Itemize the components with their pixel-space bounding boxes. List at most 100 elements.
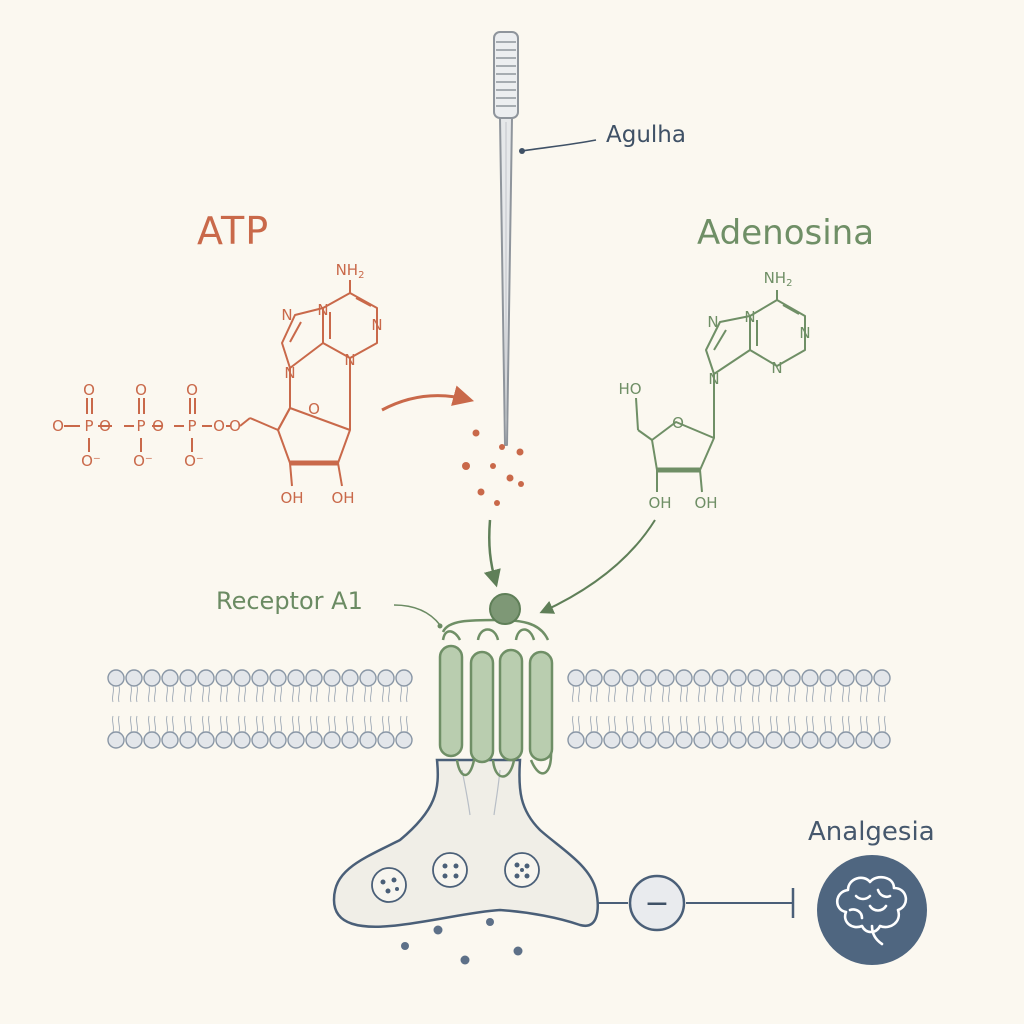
atp-release-particles: [462, 429, 524, 506]
lipid-tail: [577, 685, 581, 703]
lipid-tail: [571, 685, 575, 703]
lipid-tail: [697, 715, 701, 733]
lipid-tail: [297, 685, 301, 703]
lipid-tail: [171, 715, 175, 733]
lipid-tail: [589, 685, 593, 703]
lipid-tail: [847, 685, 851, 703]
lipid-tail: [883, 715, 887, 733]
lipid-head: [585, 731, 603, 749]
lipid-tail: [769, 685, 773, 703]
lipid-tail: [237, 685, 241, 703]
lipid-tail: [607, 715, 611, 733]
lipid-tail: [315, 715, 319, 733]
lipid-head: [215, 731, 233, 749]
lipid-tail: [387, 685, 391, 703]
atp-oh-right: OH: [331, 489, 354, 507]
lipid-tail: [757, 685, 761, 703]
lipid-head: [359, 731, 377, 749]
lipid-tail: [237, 715, 241, 733]
lipid-tail: [279, 715, 283, 733]
lipid-head: [143, 731, 161, 749]
lipid-tail: [751, 685, 755, 703]
adenosine-ring-oxygen: O: [672, 414, 684, 432]
lipid-tail: [595, 685, 599, 703]
lipid-head: [657, 731, 675, 749]
lipid-head: [215, 669, 233, 687]
lipid-tail: [751, 715, 755, 733]
lipid-tail: [171, 685, 175, 703]
lipid-tail: [685, 715, 689, 733]
lipid-tail: [369, 715, 373, 733]
lipid-tail: [613, 685, 617, 703]
lipid-tail: [625, 685, 629, 703]
lipid-head: [693, 731, 711, 749]
atp-phosphate-gamma: P: [84, 417, 93, 435]
lipid-head: [179, 669, 197, 687]
lipid-head: [377, 731, 395, 749]
lipid-tail: [631, 685, 635, 703]
lipid-tail: [225, 685, 229, 703]
lipid-tail: [369, 685, 373, 703]
atp-molecule: [64, 280, 378, 487]
lipid-tail: [135, 685, 139, 703]
lipid-head: [603, 731, 621, 749]
adenosine-n7-inner: N: [744, 308, 755, 326]
lipid-head: [269, 731, 287, 749]
lipid-tail: [129, 715, 133, 733]
lipid-tail: [847, 715, 851, 733]
lipid-tail: [165, 685, 169, 703]
lipid-tail: [829, 685, 833, 703]
adenosine-ho: HO: [618, 380, 641, 398]
adenosine-molecule: [635, 290, 806, 493]
adenosine-n9: N: [708, 370, 719, 388]
lipid-head: [711, 731, 729, 749]
lipid-tail: [387, 715, 391, 733]
lipid-tail: [733, 685, 737, 703]
lipid-tail: [805, 715, 809, 733]
lipid-tail: [739, 715, 743, 733]
lipid-head: [639, 669, 657, 687]
needle-icon: [493, 31, 519, 446]
lipid-tail: [883, 685, 887, 703]
lipid-tail: [859, 685, 863, 703]
lipid-tail: [279, 685, 283, 703]
analgesia-label: Analgesia: [808, 817, 935, 847]
lipid-tail: [811, 715, 815, 733]
atp-bridge-oxygen-1: O: [99, 417, 111, 435]
lipid-head: [251, 669, 269, 687]
lipid-tail: [793, 685, 797, 703]
lipid-tail: [183, 715, 187, 733]
lipid-tail: [823, 715, 827, 733]
lipid-head: [801, 669, 819, 687]
inhibition-symbol: −: [644, 886, 669, 921]
lipid-head: [639, 731, 657, 749]
lipid-tail: [399, 685, 403, 703]
lipid-tail: [649, 685, 653, 703]
lipid-head: [143, 669, 161, 687]
lipid-tail: [363, 685, 367, 703]
lipid-head: [359, 669, 377, 687]
atp-phosphate-beta: P: [136, 417, 145, 435]
lipid-head: [675, 731, 693, 749]
lipid-head: [873, 731, 891, 749]
lipid-tail: [805, 685, 809, 703]
lipid-head: [855, 731, 873, 749]
lipid-tail: [153, 715, 157, 733]
lipid-head: [395, 731, 413, 749]
atp-bridge-oxygen-2: O: [152, 417, 164, 435]
lipid-tail: [165, 715, 169, 733]
lipid-head: [729, 731, 747, 749]
lipid-head: [765, 731, 783, 749]
lipid-tail: [679, 715, 683, 733]
adenosine-n7: N: [707, 313, 718, 331]
atp-label: ATP: [197, 209, 270, 253]
lipid-head: [621, 731, 639, 749]
lipid-tail: [775, 715, 779, 733]
lipid-tail: [823, 685, 827, 703]
lipid-tail: [405, 685, 409, 703]
lipid-tail: [679, 685, 683, 703]
adenosine-to-receptor-arrow: [539, 519, 656, 614]
lipid-head: [323, 669, 341, 687]
lipid-tail: [715, 685, 719, 703]
